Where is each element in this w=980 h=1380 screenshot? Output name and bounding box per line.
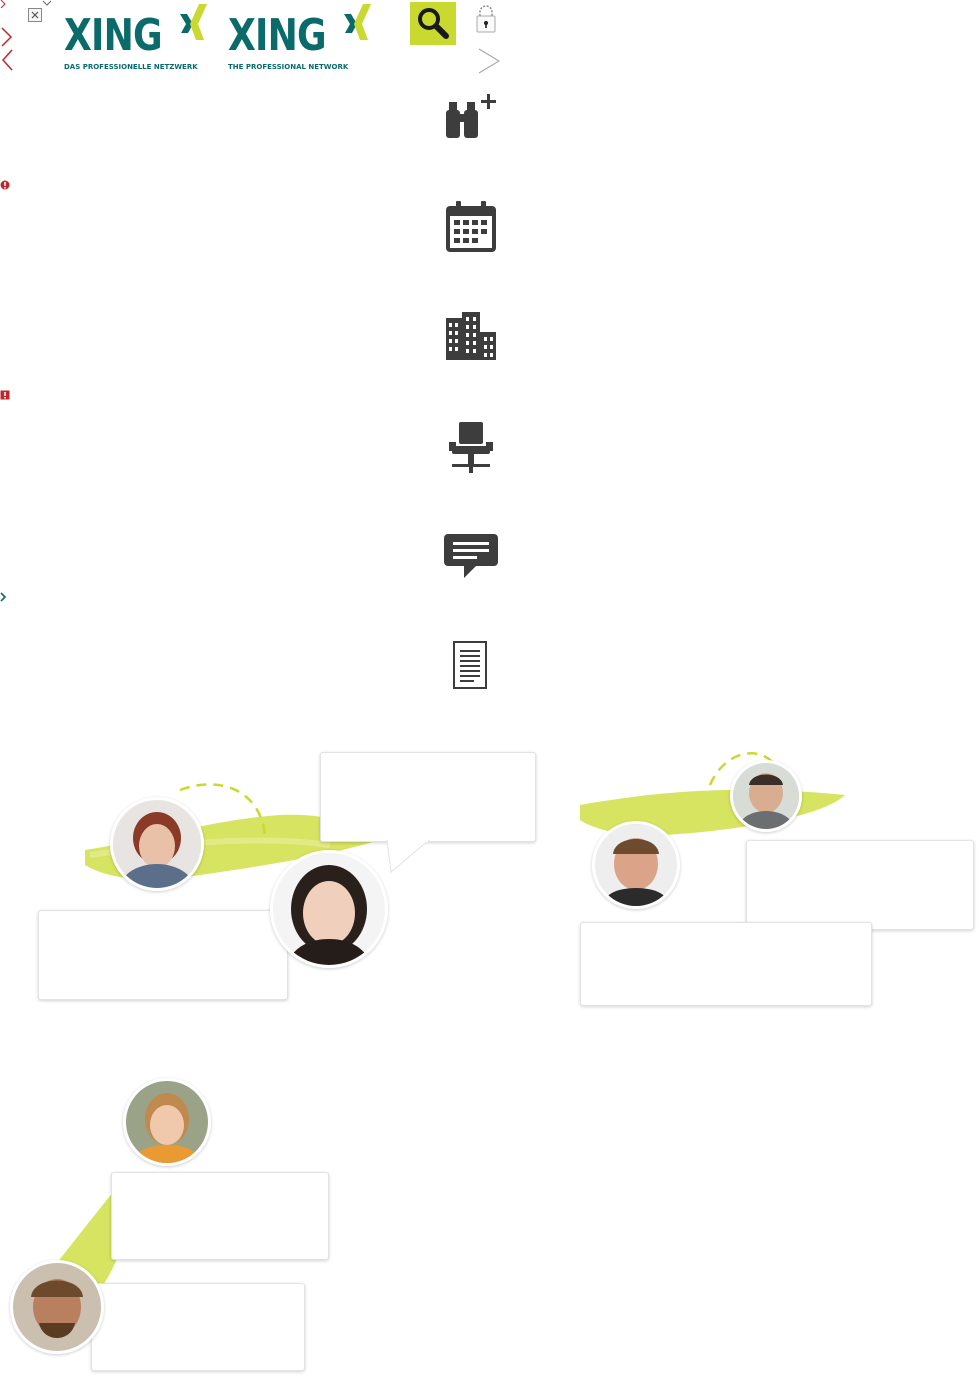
xing-logo-de: XING DAS PROFESSIONELLE NETZWERK xyxy=(64,4,214,74)
buildings-icon xyxy=(446,312,496,360)
xing-x-mark-icon xyxy=(180,4,207,40)
avatar xyxy=(110,797,204,891)
binoculars-plus-icon xyxy=(446,94,496,138)
arrow-right-outline-icon[interactable] xyxy=(476,46,502,76)
speech-bubble xyxy=(91,1283,305,1371)
search-button[interactable] xyxy=(410,2,456,45)
speech-bubble xyxy=(111,1172,329,1260)
logo-tagline: DAS PROFESSIONELLE NETZWERK xyxy=(64,63,198,71)
office-chair-icon xyxy=(449,422,493,473)
xing-logo-en: XING THE PROFESSIONAL NETWORK xyxy=(228,4,378,74)
speech-bubble xyxy=(38,910,288,1000)
calendar-icon xyxy=(446,201,496,252)
logo-wordmark: XING xyxy=(64,10,163,61)
network-illustration-2 xyxy=(575,745,975,1015)
network-illustration-1 xyxy=(30,745,550,1015)
arrow-right-small-icon xyxy=(0,592,7,602)
arrow-left-red-icon[interactable] xyxy=(0,48,14,72)
arrow-left-red-icon xyxy=(0,0,6,8)
speech-bubble xyxy=(746,840,974,930)
error-square-icon xyxy=(0,390,10,400)
close-small-icon[interactable] xyxy=(28,8,42,22)
speech-bubble-icon xyxy=(444,534,498,578)
lock-icon xyxy=(476,5,496,33)
network-illustration-3 xyxy=(5,1078,345,1378)
avatar xyxy=(10,1260,104,1354)
avatar xyxy=(123,1078,211,1166)
logo-wordmark: XING xyxy=(228,10,327,61)
xing-x-mark-icon xyxy=(344,4,371,40)
speech-bubble xyxy=(320,752,536,842)
chevron-icon xyxy=(42,0,52,6)
search-icon xyxy=(418,8,449,39)
avatar xyxy=(730,760,802,832)
bubble-tail xyxy=(386,840,430,873)
speech-bubble xyxy=(580,922,872,1006)
logo-tagline: THE PROFESSIONAL NETWORK xyxy=(228,63,349,71)
avatar xyxy=(592,821,680,909)
avatar xyxy=(270,850,388,968)
arrow-left-red-icon[interactable] xyxy=(0,26,14,48)
error-circle-icon xyxy=(0,180,10,190)
document-icon xyxy=(453,641,487,689)
